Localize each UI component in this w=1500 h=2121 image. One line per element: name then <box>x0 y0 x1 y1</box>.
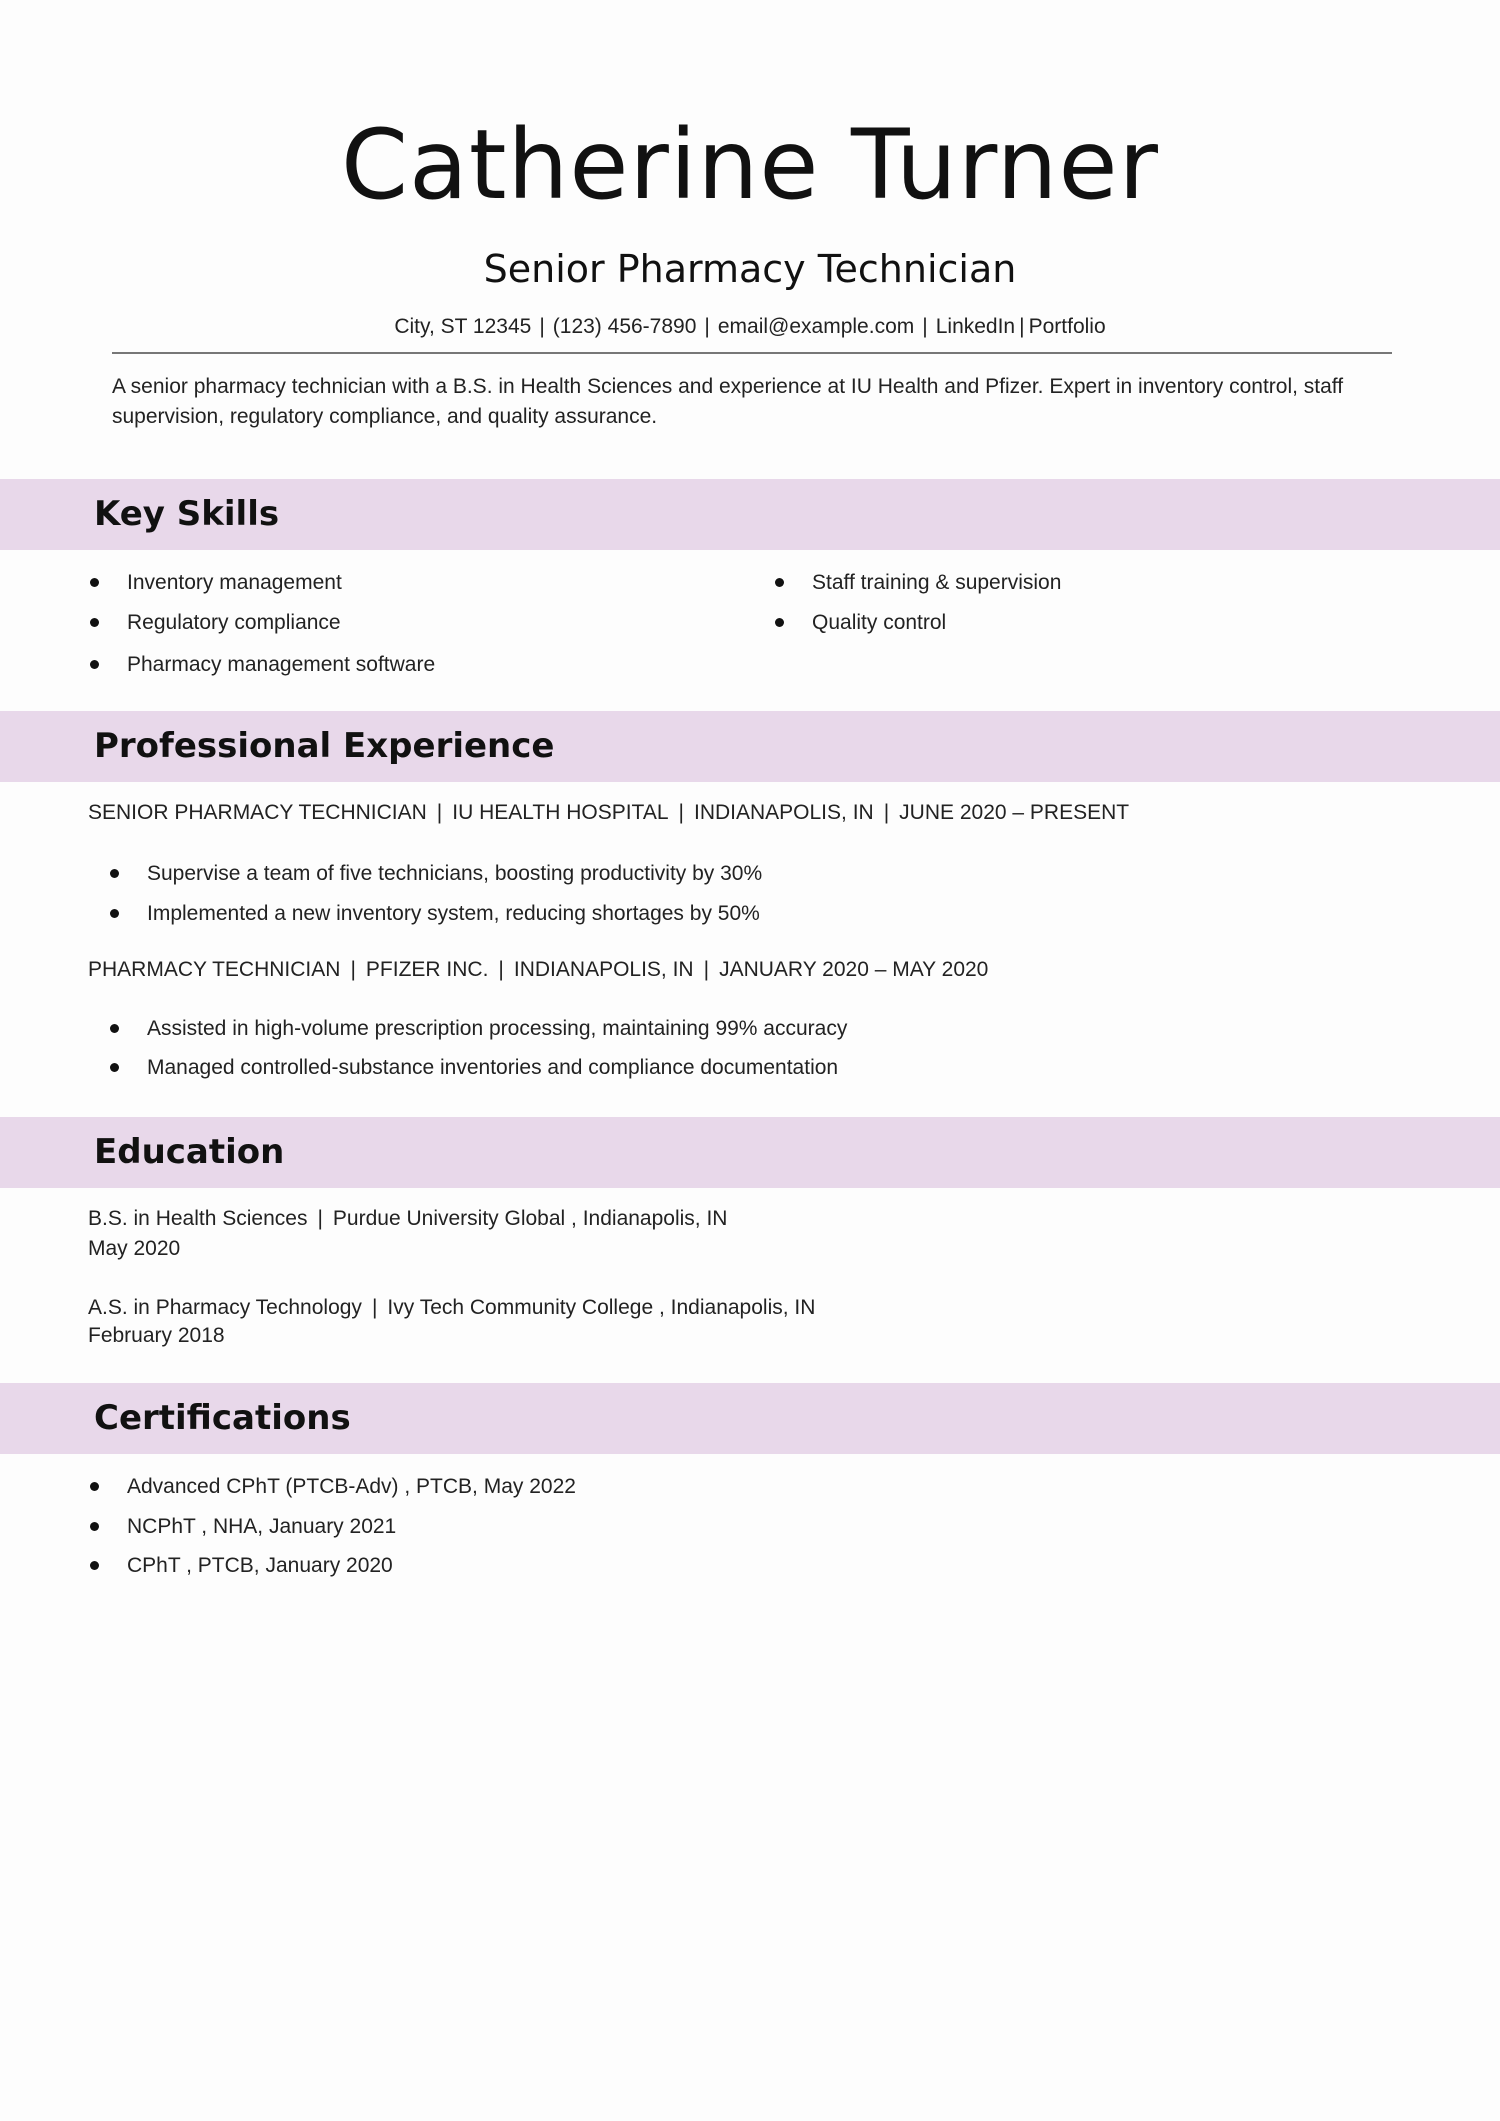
pipe-separator: | <box>317 1207 323 1230</box>
skill-text: Quality control <box>812 611 947 634</box>
bullet-icon <box>775 618 784 627</box>
bullet-icon <box>90 1482 99 1491</box>
contact-address: City, ST 12345 <box>394 315 532 338</box>
education-school: Purdue University Global <box>332 1207 566 1230</box>
pipe-separator: | <box>883 801 890 824</box>
contact-email[interactable]: email@example.com <box>717 315 915 338</box>
certification-text: NCPhT , NHA, January 2021 <box>127 1515 397 1538</box>
education-degree: A.S. in Pharmacy Technology <box>88 1296 362 1319</box>
education-date: February 2018 <box>88 1324 225 1347</box>
pipe-separator: | <box>703 958 710 981</box>
skill-text: Inventory management <box>127 571 342 594</box>
education-degree-line: B.S. in Health Sciences | Purdue Universit… <box>88 1205 727 1233</box>
contact-separator: | <box>1019 315 1025 338</box>
section-header-certifications: Certifications <box>0 1383 1500 1454</box>
pipe-separator: | <box>678 801 684 824</box>
bullet-icon <box>110 1063 119 1072</box>
section-header-experience: Professional Experience <box>0 711 1500 782</box>
certification-text: Advanced CPhT (PTCB-Adv) , PTCB, May 202… <box>127 1475 576 1498</box>
section-title-education: Education <box>94 1132 285 1172</box>
skill-text: Pharmacy management software <box>127 653 436 676</box>
contact-line: City, ST 12345 | (123) 456-7890 | email@exam… <box>0 313 1500 341</box>
comma-separator: , <box>565 1207 583 1230</box>
contact-linkedin-link[interactable]: LinkedIn <box>935 315 1016 338</box>
contact-separator: | <box>704 315 710 338</box>
education-location: Indianapolis, IN <box>670 1296 816 1319</box>
certification-text: CPhT , PTCB, January 2020 <box>127 1554 393 1577</box>
contact-separator: | <box>922 315 928 338</box>
job-bullet-text: Managed controlled-substance inventories… <box>147 1056 839 1079</box>
pipe-separator: | <box>371 1296 378 1319</box>
job-bullet-text: Supervise a team of five technicians, bo… <box>147 862 763 885</box>
education-degree: B.S. in Health Sciences <box>88 1207 308 1230</box>
bullet-icon <box>90 1561 99 1570</box>
education-date: May 2020 <box>88 1237 181 1260</box>
bullet-icon <box>90 660 99 669</box>
skill-text: Regulatory compliance <box>127 611 341 634</box>
job-bullet-text: Assisted in high-volume prescription pro… <box>147 1017 848 1040</box>
job-role: PHARMACY TECHNICIAN <box>88 958 341 981</box>
profile-summary: A senior pharmacy technician with a B.S.… <box>112 375 1344 428</box>
education-location: Indianapolis, IN <box>582 1207 728 1230</box>
job-company: IU HEALTH HOSPITAL <box>452 801 669 824</box>
candidate-name: Catherine Turner <box>340 109 1160 221</box>
job-location: INDIANAPOLIS, IN <box>513 958 694 981</box>
pipe-separator: | <box>498 958 504 981</box>
job-location: INDIANAPOLIS, IN <box>693 801 874 824</box>
job-title: Senior Pharmacy Technician <box>483 247 1017 291</box>
section-header-skills: Key Skills <box>0 479 1500 550</box>
contact-separator: | <box>539 315 545 338</box>
bullet-icon <box>90 1522 99 1531</box>
job-company: PFIZER INC. <box>365 958 489 981</box>
contact-portfolio-link[interactable]: Portfolio <box>1028 315 1106 338</box>
section-title-certifications: Certifications <box>94 1398 351 1438</box>
contact-phone: (123) 456-7890 <box>552 315 697 338</box>
bullet-icon <box>90 618 99 627</box>
comma-separator: , <box>653 1296 671 1319</box>
bullet-icon <box>110 909 119 918</box>
job-header: PHARMACY TECHNICIAN | PFIZER INC. | INDIANAP… <box>88 956 988 984</box>
education-degree-line: A.S. in Pharmacy Technology | Ivy Tech Com… <box>88 1294 815 1322</box>
bullet-icon <box>90 578 99 587</box>
job-dates: JUNE 2020 – PRESENT <box>899 801 1130 824</box>
bullet-icon <box>110 869 119 878</box>
job-dates: JANUARY 2020 – MAY 2020 <box>719 958 989 981</box>
section-header-education: Education <box>0 1117 1500 1188</box>
bullet-icon <box>775 578 784 587</box>
pipe-separator: | <box>350 958 356 981</box>
pipe-separator: | <box>436 801 443 824</box>
skill-text: Staff training & supervision <box>812 571 1062 594</box>
job-role: SENIOR PHARMACY TECHNICIAN <box>88 801 427 824</box>
education-school: Ivy Tech Community College <box>387 1296 654 1319</box>
job-bullet-text: Implemented a new inventory system, redu… <box>147 902 760 925</box>
header-divider <box>112 352 1392 354</box>
job-header: SENIOR PHARMACY TECHNICIAN | IU HEALTH HOS… <box>88 799 1129 827</box>
section-title-experience: Professional Experience <box>94 726 555 766</box>
bullet-icon <box>110 1024 119 1033</box>
section-title-skills: Key Skills <box>94 494 280 534</box>
